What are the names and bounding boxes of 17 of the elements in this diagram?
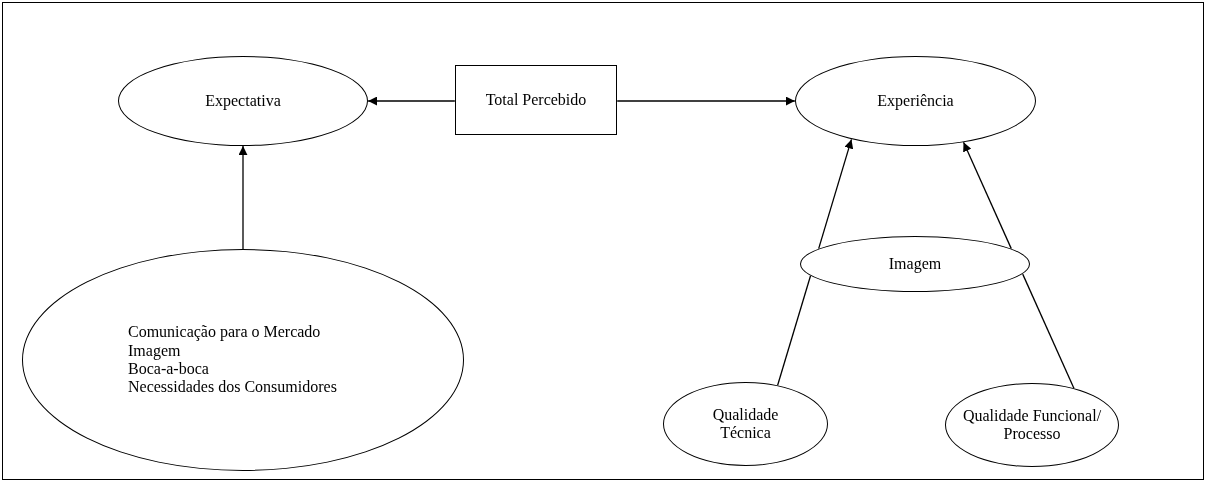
arrow [238, 145, 248, 250]
node-label: Qualidade Funcional/ Processo [961, 406, 1103, 444]
node-label: Total Percebido [485, 90, 587, 110]
node-label: Boca-a-boca [128, 360, 209, 379]
node-label: Imagem [128, 341, 181, 360]
node-label: Experiência [877, 91, 954, 111]
arrow [962, 141, 1012, 250]
arrow [616, 96, 796, 106]
process-box [455, 65, 617, 135]
arrow [367, 96, 456, 106]
ellipse-node [800, 236, 1030, 292]
node-label: Expectativa [205, 91, 281, 111]
node-label: Comunicação para o Mercado [128, 323, 321, 342]
arrow [818, 138, 854, 250]
node-label: Necessidades dos Consumidores [128, 378, 337, 397]
node-label: Imagem [888, 254, 942, 274]
node-label: Qualidade Técnica [711, 405, 780, 443]
